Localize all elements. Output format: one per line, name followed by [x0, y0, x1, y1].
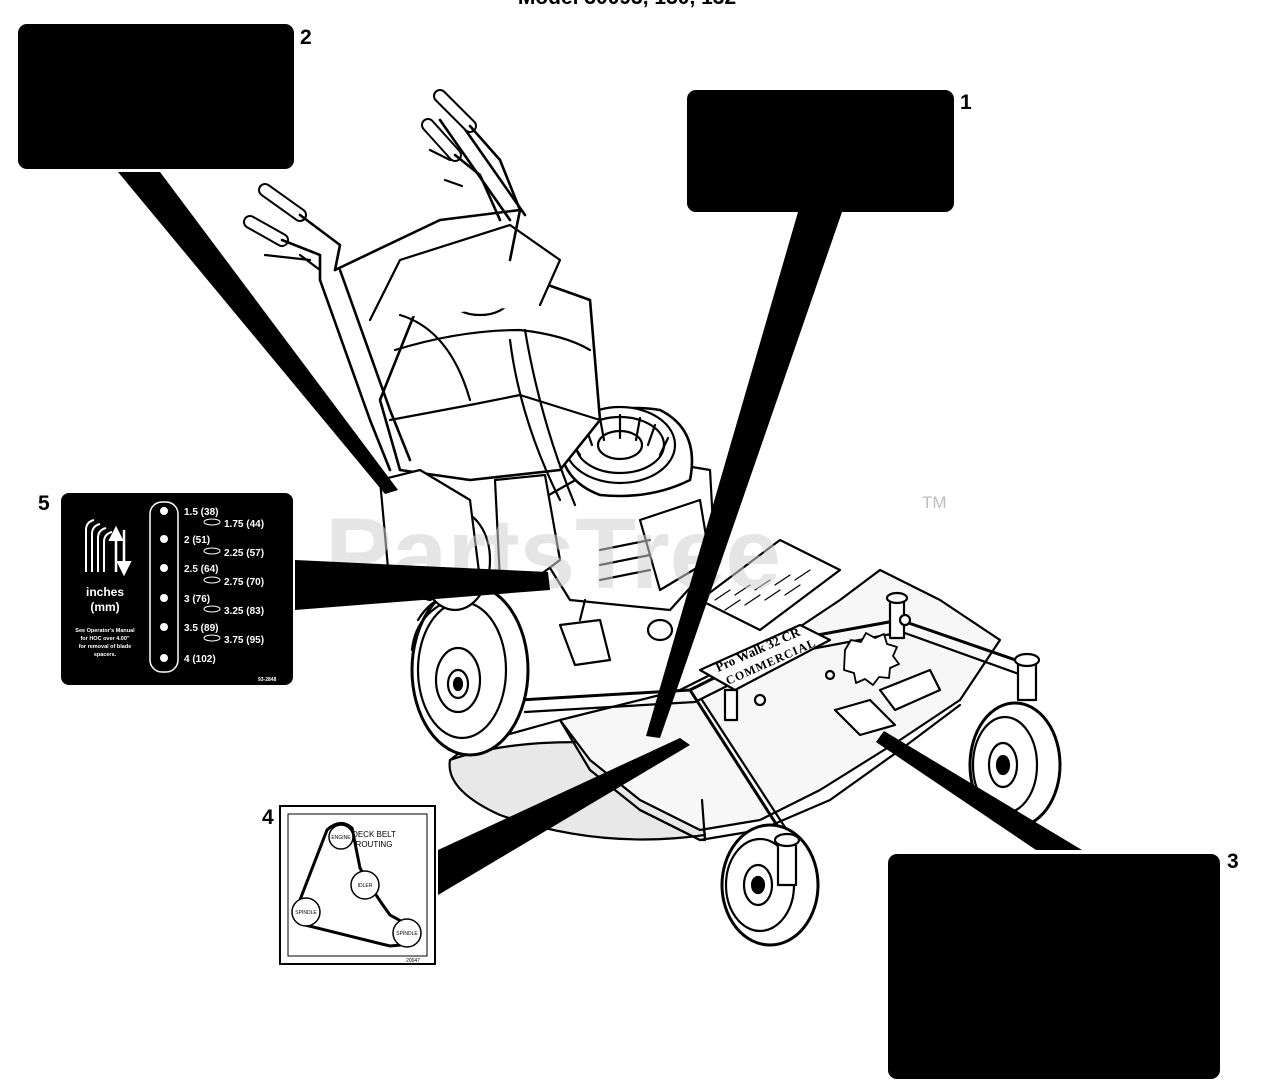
hoc-row: 3.5 (89) 3.75 (95): [160, 623, 264, 646]
watermark-tm: TM: [922, 493, 947, 512]
pulley-label-idler: IDLER: [358, 883, 373, 889]
belt-routing-decal: DECK BELT ROUTING ENGINE IDLER SPINDLE S…: [279, 805, 436, 965]
callout-1-box: [687, 90, 954, 212]
callout-4-number: 4: [262, 806, 274, 829]
hoc-main: 2 (51): [184, 535, 210, 546]
engine-pulley: [328, 824, 354, 850]
callout-2-pointer: [118, 172, 398, 494]
note-line-2: for HOC over 4.00": [80, 636, 129, 642]
note-line-4: spacers.: [94, 652, 117, 658]
hoc-spacer: 3.25 (83): [224, 606, 264, 617]
spindle-pulley-left: [291, 897, 321, 927]
belt-title-line2: ROUTING: [356, 840, 393, 849]
pulley-label-engine: ENGINE: [331, 835, 351, 841]
hoc-spacer: 1.75 (44): [224, 519, 264, 530]
hoc-spacer: 2.25 (57): [224, 548, 264, 559]
note-line-3: for removal of blade: [79, 644, 132, 650]
hoc-row: 4 (102): [160, 654, 216, 665]
callout-5-pointer: [295, 560, 550, 610]
callout-3-number: 3: [1227, 850, 1239, 873]
grass-height-icon: [85, 519, 132, 577]
callout-2-box: [18, 24, 294, 169]
hoc-row: 1.5 (38) 1.75 (44): [160, 507, 264, 530]
hoc-spacer: 3.75 (95): [224, 635, 264, 646]
callout-pointers: [118, 172, 1082, 895]
note-line-1: See Operator's Manual: [75, 628, 135, 634]
belt-title-line1: DECK BELT: [352, 830, 396, 839]
callout-1-pointer: [646, 212, 842, 738]
callout-3-label: 3: [888, 850, 1239, 1079]
hoc-main: 4 (102): [184, 654, 216, 665]
hoc-spacer: 2.75 (70): [224, 577, 264, 588]
hoc-main: 2.5 (64): [184, 564, 218, 575]
callout-3-box: [888, 854, 1220, 1079]
callout-2-label: 2: [18, 24, 312, 169]
page-title: Model 30093, 130, 132: [518, 0, 736, 9]
callout-5-number: 5: [38, 492, 50, 515]
callout-4-pointer: [438, 738, 690, 895]
callout-2-number: 2: [300, 26, 312, 49]
callout-1-label: 1: [687, 90, 972, 212]
belt-part-code: 20047: [406, 958, 420, 964]
hoc-main: 3.5 (89): [184, 623, 218, 634]
pulley-label-spindle-right: SPINDLE: [396, 931, 418, 937]
callout-3-pointer: [876, 731, 1082, 850]
unit-label-inches: inches: [86, 585, 124, 599]
unit-label-mm: (mm): [90, 600, 119, 614]
hoc-main: 1.5 (38): [184, 507, 218, 518]
pulley-label-spindle-left: SPINDLE: [295, 910, 317, 916]
spindle-pulley-right: [392, 918, 422, 948]
height-of-cut-decal: inches (mm) See Operator's Manual for HO…: [61, 493, 293, 685]
hoc-row: 2.5 (64) 2.75 (70): [160, 564, 264, 588]
callout-1-number: 1: [960, 91, 972, 114]
hoc-row: 3 (76) 3.25 (83): [160, 594, 264, 617]
hoc-position-column: [149, 501, 179, 673]
hoc-row: 2 (51) 2.25 (57): [160, 535, 264, 559]
hoc-main: 3 (76): [184, 594, 210, 605]
idler-pulley: [350, 870, 380, 900]
decal-part-code: 93-2848: [258, 677, 277, 683]
